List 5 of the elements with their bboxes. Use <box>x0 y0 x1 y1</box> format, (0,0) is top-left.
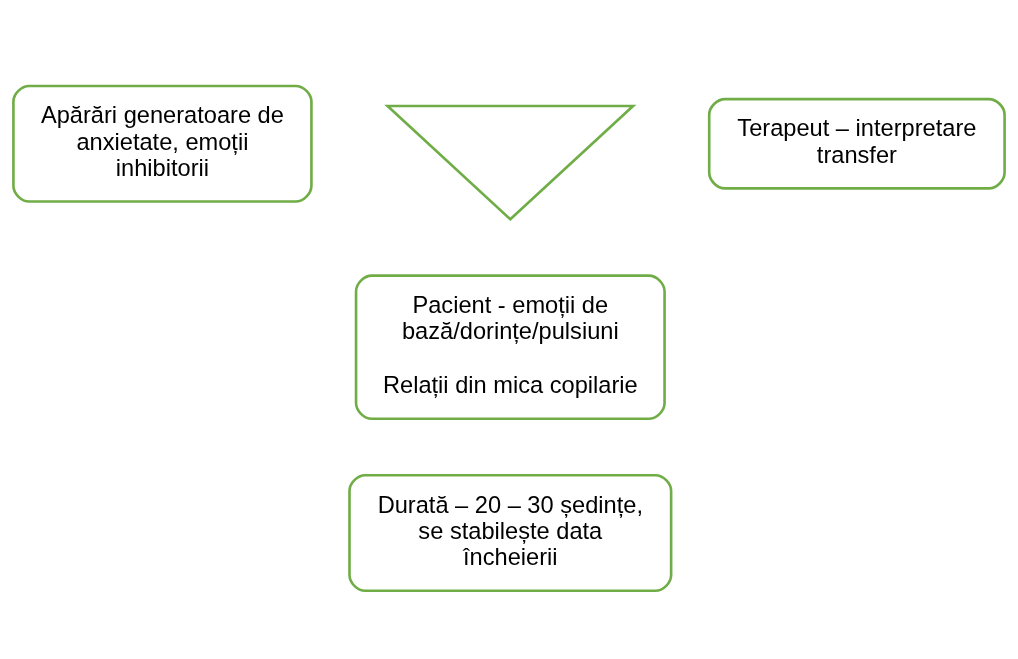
node-box: Pacient - emoții de bază/dorințe/pulsiuni Relații din mica copilarie <box>354 274 666 421</box>
node-box: Durată – 20 – 30 ședințe, se stabilește data încheierii <box>348 473 673 593</box>
node-triangle <box>384 104 637 221</box>
node-box: Terapeut – interpretare transfer <box>707 97 1006 190</box>
node-box: Apărări generatoare de anxietate, emoții inhibitorii <box>12 84 313 203</box>
